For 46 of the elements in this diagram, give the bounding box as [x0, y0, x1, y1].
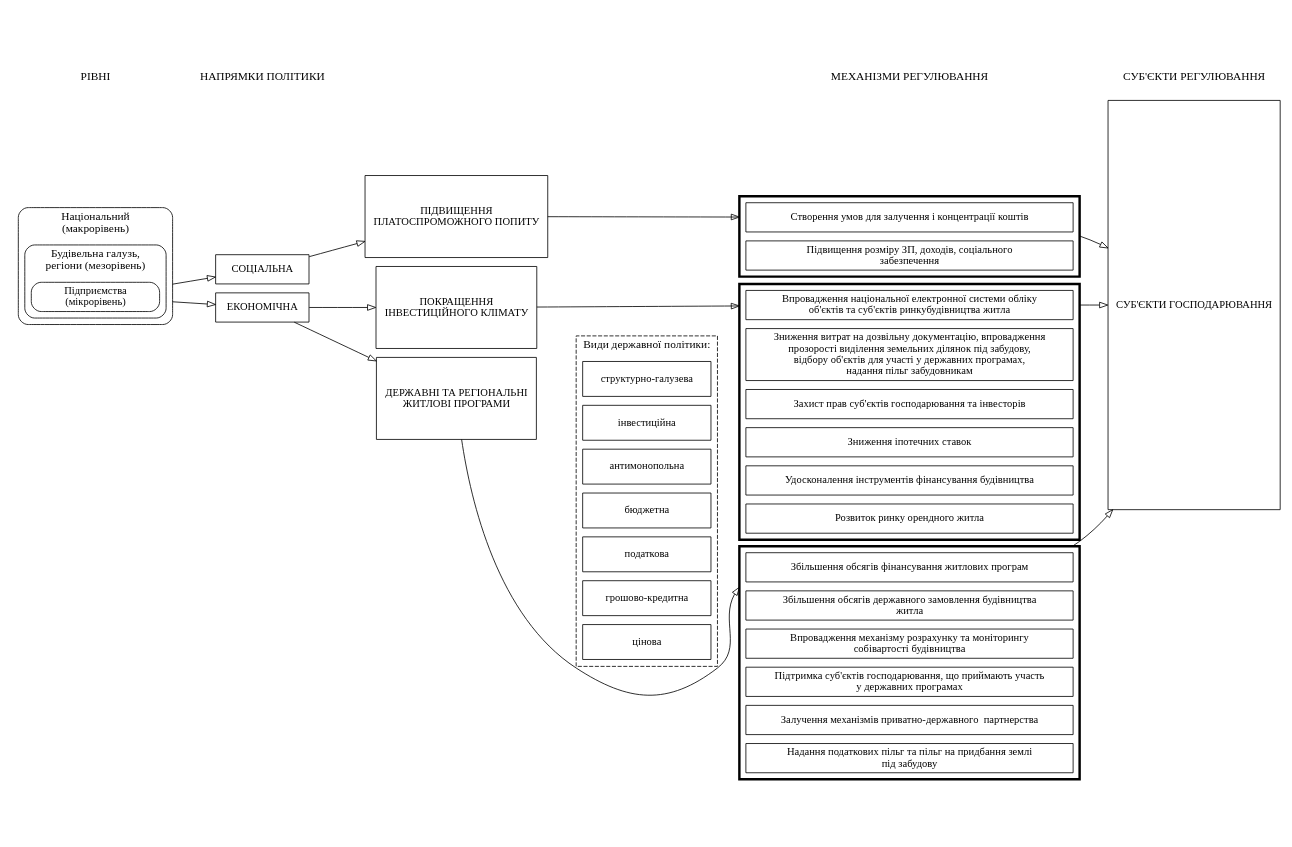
node-box: Збільшення обсягів фінансування житлових програм [745, 551, 1074, 582]
node-box: Захист прав суб'єктів господарювання та інвесторів [745, 388, 1074, 419]
node-box: Розвиток ринку орендного житла [745, 503, 1074, 534]
arrow [547, 213, 740, 220]
node-box: СОЦІАЛЬНА [215, 253, 310, 284]
node-box: Впровадження механізму розрахунку та моніторингу собівартості будівництва [745, 628, 1074, 659]
node-box: Підтримка суб'єктів господарювання, що приймають участь у державних програмах [745, 666, 1074, 697]
node-box: Зниження витрат на дозвільну документацію, впровадження прозорості виділення земельних ділянок під забудову, відбору об'єктів для участі у державних програмах, надання пільг забудовникам [745, 327, 1074, 381]
node-box: Підвищення розміру ЗП, доходів, соціального забезпечення [745, 240, 1074, 271]
arrow [172, 274, 216, 285]
node-box: Надання податкових пільг та пільг на придбання землі під забудову [745, 742, 1074, 773]
cluster [738, 194, 1081, 278]
node-box: інвестиційна [582, 404, 712, 441]
arrow [172, 300, 216, 307]
node-box: Залучення механізмів приватно-державного партнерства [745, 704, 1074, 735]
node-box: Збільшення обсягів державного замовлення будівництва житла [745, 589, 1074, 620]
cluster [738, 282, 1081, 541]
arrow [461, 438, 740, 696]
arrow [308, 239, 366, 257]
node-box: структурно-галузева [582, 360, 712, 397]
node-box: ПОКРАЩЕННЯ ІНВЕСТИЦІЙНОГО КЛІМАТУ [375, 265, 538, 349]
node-box: Створення умов для залучення і концентрації коштів [745, 201, 1074, 232]
node-box: Впровадження національної електронної системи обліку об'єктів та суб'єктів ринкубудівництва житла [745, 289, 1074, 320]
node-box: Зниження іпотечних ставок [745, 426, 1074, 457]
arrow [293, 321, 377, 361]
arrow [1072, 508, 1114, 547]
node-box: ДЕРЖАВНІ ТА РЕГІОНАЛЬНІ ЖИТЛОВІ ПРОГРАМИ [376, 356, 537, 440]
cluster [738, 544, 1081, 780]
node-box: цінова [582, 623, 712, 660]
node-box: ПІДВИЩЕННЯ ПЛАТОСПРОМОЖНОГО ПОПИТУ [364, 174, 549, 258]
arrow [1079, 301, 1109, 308]
node-box: грошово-кредитна [582, 579, 712, 616]
label: МЕХАНІЗМИ РЕГУЛЮВАННЯ [830, 69, 989, 82]
arrow [536, 302, 740, 309]
node-box: СУБ'ЄКТИ ГОСПОДАРЮВАННЯ [1107, 99, 1281, 510]
node-box: Удосконалення інструментів фінансування будівництва [745, 464, 1074, 495]
node-box: податкова [582, 535, 712, 572]
node-box: ЕКОНОМІЧНА [215, 291, 310, 322]
label: НАПРЯМКИ ПОЛІТИКИ [199, 69, 325, 82]
arrow [308, 303, 377, 311]
node-box: антимонопольна [582, 448, 712, 484]
node-box: Підприємства (мікрорівень) [30, 281, 160, 312]
node-box: бюджетна [582, 492, 712, 528]
label: СУБ'ЄКТИ РЕГУЛЮВАННЯ [1123, 69, 1266, 82]
arrow [1079, 235, 1109, 248]
label: РІВНІ [80, 69, 111, 82]
